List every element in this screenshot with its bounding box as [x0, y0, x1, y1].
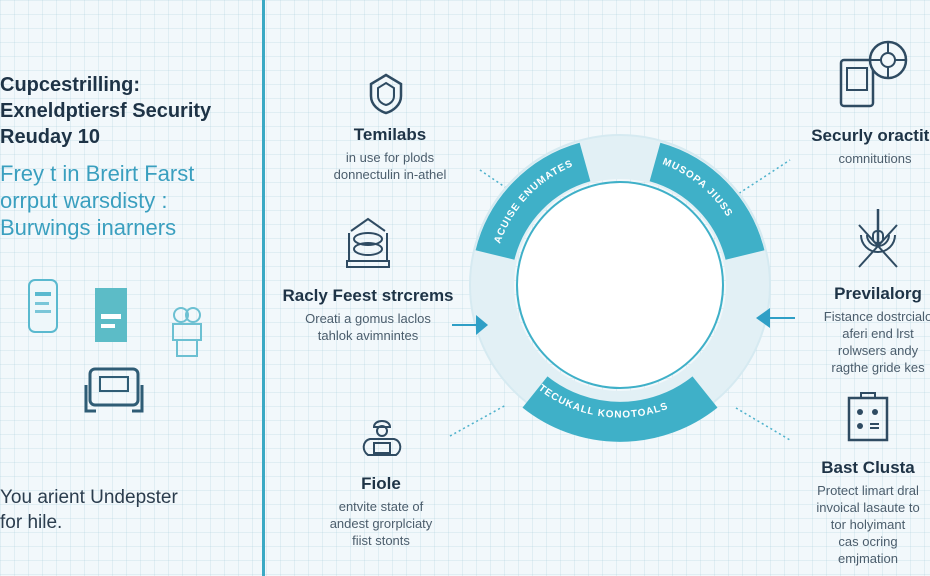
- item-desc: Protect limart dral: [817, 483, 919, 498]
- item-desc: invoical lasaute to: [816, 500, 920, 515]
- ring-segment-3: [522, 376, 718, 442]
- subtitle: Frey t in Breirt Farst orrput warsdisty …: [0, 160, 194, 241]
- item-title: Temilabs: [353, 125, 427, 144]
- item-previlalorg: Previlalorg Fistance dostrcialo aferi en…: [798, 284, 930, 376]
- item-desc: in use for plods: [345, 150, 435, 165]
- item-desc: fiist stonts: [352, 533, 410, 548]
- item-desc: emjmation: [838, 551, 898, 566]
- item-desc: Fistance dostrcialo: [823, 309, 930, 324]
- center-circle: [516, 181, 724, 389]
- item-securly: Securly oractits comnitutions: [790, 126, 930, 167]
- footer-line: You arient Undepster: [0, 487, 178, 508]
- footer-text: You arient Undepster for hile.: [0, 485, 178, 535]
- item-desc: ragthe gride kes: [831, 360, 925, 375]
- item-title: Securly oractits: [811, 126, 930, 145]
- item-desc: cas ocring: [838, 534, 898, 549]
- ring-segment-2: [649, 142, 765, 261]
- target-emblem-icon: [858, 209, 898, 268]
- document-icon: [95, 288, 127, 342]
- item-desc: andest grorplciaty: [329, 516, 433, 531]
- item-desc: comnitutions: [838, 151, 912, 166]
- server-stack-icon: [346, 217, 390, 268]
- robot-icon: [172, 307, 202, 357]
- item-fiole: Fiole entvite state of andest grorplciat…: [296, 474, 466, 549]
- item-racly-feest: Racly Feest strcrems Oreati a gomus lacl…: [268, 286, 468, 344]
- subtitle-line: Frey t in Breirt Farst: [0, 161, 195, 186]
- item-title: Bast Clusta: [821, 458, 915, 477]
- item-desc: aferi end lrst: [842, 326, 914, 341]
- item-title: Racly Feest strcrems: [282, 286, 454, 305]
- item-desc: tor holyimant: [830, 517, 906, 532]
- item-title: Previlalorg: [834, 284, 922, 303]
- title-line: Exneldptiersf Security: [0, 100, 212, 122]
- clipboard-icon: [847, 392, 889, 442]
- subtitle-line: orrput warsdisty :: [0, 188, 168, 213]
- item-desc: Oreati a gomus laclos: [305, 311, 431, 326]
- title-line: Reuday 10: [0, 126, 101, 148]
- laptop-icon: [84, 367, 144, 413]
- subtitle-line: Burwings inarners: [0, 215, 177, 240]
- shield-icon: [369, 73, 403, 115]
- device-gear-icon: [839, 40, 908, 108]
- title-line: Cupcestrilling:: [0, 74, 141, 96]
- item-bast-clusta: Bast Clusta Protect limart dral invoical…: [793, 458, 930, 567]
- footer-line: for hile.: [0, 512, 63, 533]
- page-title: Cupcestrilling: Exneldptiersf Security R…: [0, 72, 211, 150]
- item-desc: rolwsers andy: [837, 343, 919, 358]
- item-temilabs: Temilabs in use for plods donnectulin in…: [300, 125, 480, 183]
- phone-icon: [28, 279, 58, 333]
- item-desc: tahlok avimnintes: [317, 328, 419, 343]
- worker-laptop-icon: [362, 420, 402, 456]
- vertical-divider: [262, 0, 265, 576]
- arrow-right-icon: [452, 315, 488, 335]
- item-title: Fiole: [361, 474, 401, 493]
- arrow-left-icon: [756, 308, 795, 328]
- item-desc: entvite state of: [338, 499, 424, 514]
- ring-segment-1: [475, 142, 591, 261]
- item-desc: donnectulin in-athel: [333, 167, 447, 182]
